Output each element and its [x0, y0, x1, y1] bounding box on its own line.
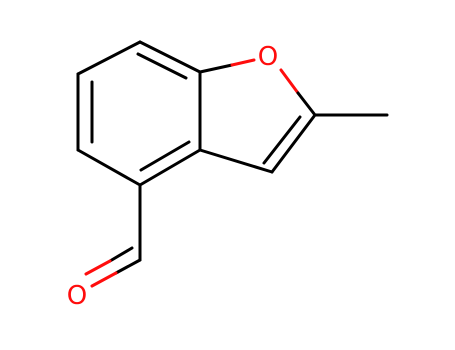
aldehyde-group [84, 183, 142, 288]
bond-cho-o-inner-black [108, 246, 134, 263]
bond-c2-c3 [270, 113, 317, 174]
bond-c5-c4 [76, 148, 142, 187]
furan-ring [198, 58, 317, 174]
bond-c7-c6 [76, 40, 142, 76]
bond-cho-o-black [114, 258, 142, 275]
bond-c2-c3-inner [262, 115, 302, 165]
bond-c7a-o1-black [198, 63, 234, 74]
bond-c3-c3a [198, 148, 274, 174]
bond-o1-c2-black [296, 91, 317, 117]
benzene-ring [76, 40, 202, 187]
bond-cho-o-inner-red [84, 259, 112, 276]
ring-oxygen-label: O [258, 42, 278, 72]
bond-c4-c3a-inner [139, 140, 191, 172]
bond-c7a-c7-inner [136, 52, 188, 80]
bond-c7a-c7 [138, 40, 202, 74]
aldehyde-oxygen-label: O [67, 281, 87, 311]
bond-c7a-o1-red [230, 58, 256, 67]
bond-cho-o-red [90, 271, 118, 288]
bond-c4-c3a [138, 148, 202, 187]
bond-o1-c2-red [279, 68, 300, 95]
